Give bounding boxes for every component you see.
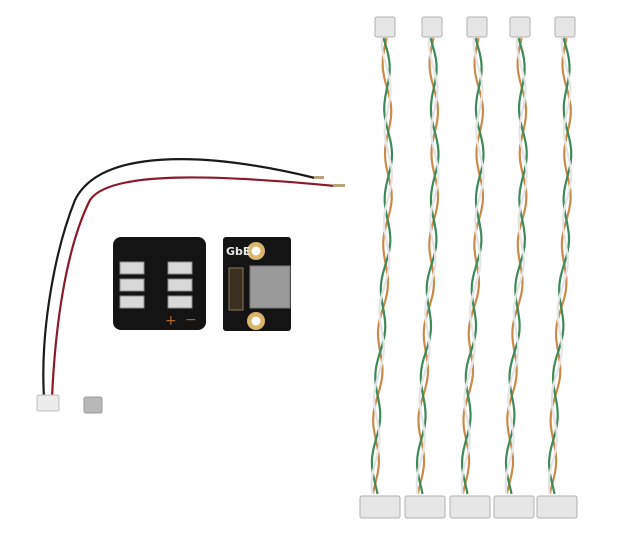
cable-wire: [416, 37, 440, 495]
hub-port: [119, 278, 145, 292]
spare-connector-cap: [83, 396, 103, 414]
ethernet-jack: [249, 265, 291, 309]
ffc-connector: [228, 267, 244, 311]
cable-bottom-connector: [359, 495, 401, 519]
cable: [404, 16, 446, 519]
cable-top-connector: [466, 16, 488, 38]
black-wire: [42, 158, 316, 399]
hub-port: [167, 295, 193, 309]
gbe-label: GbE: [226, 245, 250, 258]
cable-bottom-connector: [536, 495, 578, 519]
hub-port: [167, 278, 193, 292]
wire-tip-black: [314, 176, 324, 179]
cable-top-connector: [421, 16, 443, 38]
cable-set: [359, 16, 578, 519]
wire-tip-red: [333, 184, 345, 187]
cable-wire: [460, 37, 485, 495]
hub-port: [119, 261, 145, 275]
gbe-board: GbE: [223, 237, 291, 331]
cable-wire: [370, 37, 394, 495]
hub-board: + −: [113, 237, 206, 330]
power-lead: [36, 158, 345, 412]
cable-top-connector: [374, 16, 396, 38]
cable-top-connector: [509, 16, 531, 38]
cable-wire: [547, 37, 573, 495]
svg-text:+: +: [165, 313, 177, 329]
cable-wire: [370, 37, 394, 495]
cable-top-connector: [554, 16, 576, 38]
jst-connector: [36, 394, 60, 412]
cable: [449, 16, 491, 519]
cable-wire: [547, 37, 573, 495]
cable: [536, 16, 578, 519]
hub-port: [167, 261, 193, 275]
red-wire: [50, 176, 336, 399]
svg-text:−: −: [185, 312, 197, 328]
cable: [493, 16, 535, 519]
cable-wire: [504, 37, 528, 495]
cable-bottom-connector: [493, 495, 535, 519]
cable-wire: [504, 37, 528, 495]
cable-bottom-connector: [449, 495, 491, 519]
cable-wire: [461, 37, 485, 495]
cable-bottom-connector: [404, 495, 446, 519]
hub-port: [119, 295, 145, 309]
cable: [359, 16, 401, 519]
cable-wire: [415, 37, 440, 495]
